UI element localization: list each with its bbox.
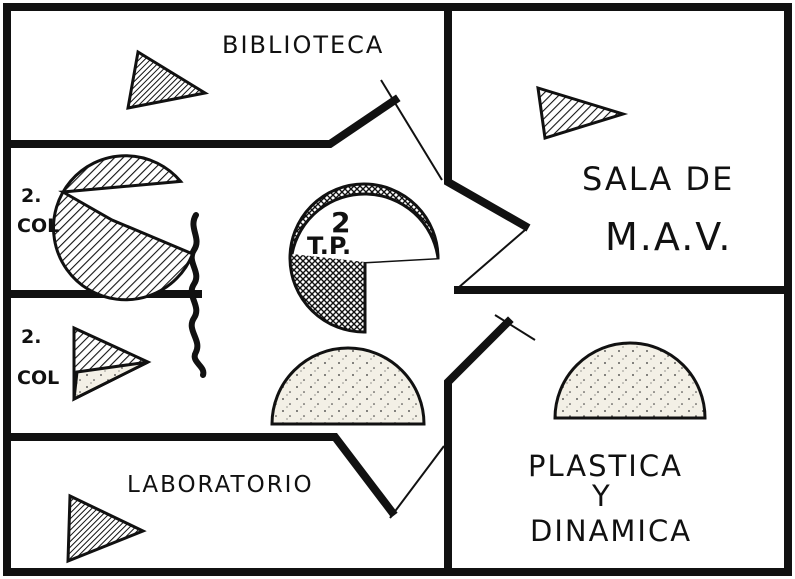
zone-label-lower-num: 2.	[21, 326, 41, 348]
wall-biblioteca-bottom	[6, 94, 401, 148]
door-plastica	[494, 314, 536, 341]
wall-sala-left	[444, 6, 531, 232]
room-label-plastica-line3: DINAMICA	[530, 514, 692, 548]
triangle-hatched-icon	[66, 493, 147, 564]
pacman-outline-top	[290, 192, 440, 259]
room-label-laboratorio: LABORATORIO	[127, 472, 314, 498]
zone-label-center-tag: T.P.	[307, 232, 351, 260]
room-label-plastica-line2: Y	[591, 479, 612, 513]
door-laboratorio	[389, 445, 445, 519]
zone-label-center-num: 2	[331, 206, 350, 239]
room-label-biblioteca: BIBLIOTECA	[222, 31, 384, 59]
zone-label-lower-tag: COL	[17, 367, 59, 389]
triangle-hatched-icon	[126, 49, 210, 110]
door-sala	[457, 229, 526, 289]
wavy-line-icon	[188, 212, 207, 378]
wall-laboratorio-top	[6, 433, 398, 518]
semicircle-dotted-icon	[270, 346, 426, 426]
door-biblioteca	[380, 79, 443, 181]
pacman-hatched-icon	[52, 154, 195, 302]
room-label-plastica-line1: PLASTICA	[528, 449, 683, 483]
triangle-hatched-icon	[536, 85, 629, 140]
triangle-dotted-part	[72, 360, 149, 402]
pacman-blank-region	[292, 193, 438, 262]
wall-plastica-left	[444, 316, 514, 576]
room-label-sala-line1: SALA DE	[582, 160, 734, 198]
room-label-sala-line2: M.A.V.	[605, 215, 732, 259]
zone-label-upper-tag: COL	[17, 215, 59, 237]
zone-label-upper-num: 2.	[21, 185, 41, 207]
semicircle-dotted-icon	[553, 341, 707, 420]
